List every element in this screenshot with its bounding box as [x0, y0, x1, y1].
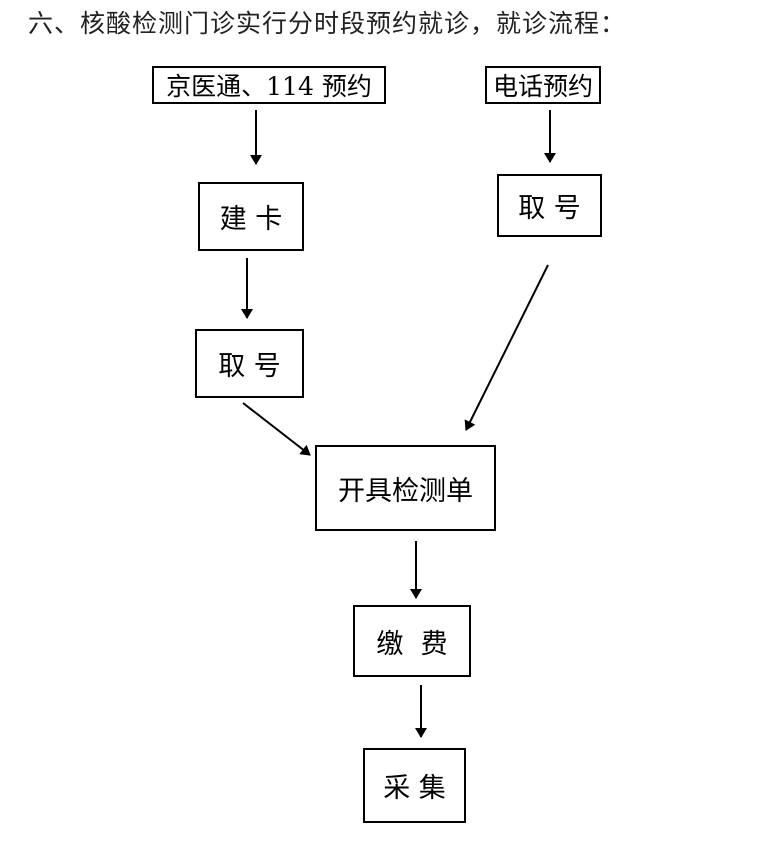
node-jyt-114-booking: 京医通、114 预约 — [152, 66, 386, 104]
node-pay-fee: 缴 费 — [353, 605, 471, 677]
node-take-number-left: 取 号 — [195, 329, 304, 398]
node-label: 开具检测单 — [338, 475, 473, 507]
node-label: 缴 费 — [376, 628, 448, 660]
node-label: 取 号 — [518, 193, 581, 224]
node-collect: 采 集 — [363, 748, 466, 823]
node-label: 采 集 — [383, 773, 446, 804]
node-phone-booking: 电话预约 — [485, 66, 601, 104]
node-label: 京医通、114 预约 — [166, 72, 372, 101]
section-heading: 六、核酸检测门诊实行分时段预约就诊，就诊流程： — [28, 9, 627, 38]
node-label: 电话预约 — [492, 72, 593, 101]
node-label: 取 号 — [218, 351, 281, 382]
arrow-take-number-left-to-issue-form — [242, 402, 311, 456]
arrow-take-number-right-to-issue-form — [464, 264, 549, 431]
node-issue-test-form: 开具检测单 — [315, 445, 496, 531]
node-build-card: 建 卡 — [198, 182, 304, 251]
node-take-number-right: 取 号 — [497, 174, 602, 237]
node-label: 建 卡 — [219, 204, 283, 235]
